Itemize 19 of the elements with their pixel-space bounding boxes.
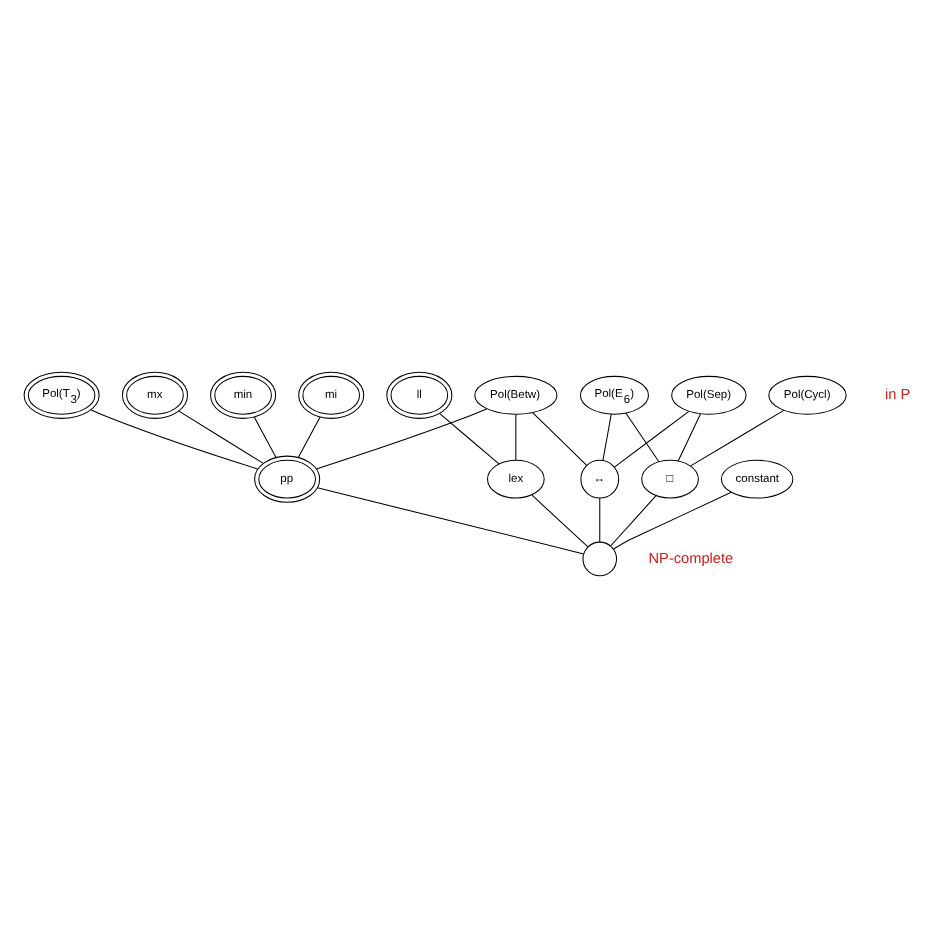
connector (598, 496, 600, 542)
connector (89, 408, 258, 469)
connector (531, 411, 587, 465)
connector (314, 407, 487, 469)
connector (609, 494, 656, 546)
connector (252, 415, 276, 458)
node-circle (581, 540, 617, 576)
connector (530, 493, 588, 547)
connector (438, 412, 499, 464)
connector (296, 415, 320, 458)
connector (689, 408, 784, 466)
connector (514, 412, 516, 460)
connector (177, 409, 263, 463)
connector (601, 412, 611, 460)
connector (624, 411, 659, 462)
connector (612, 490, 731, 549)
connector (315, 486, 584, 554)
connector (612, 409, 689, 467)
connector (676, 412, 700, 461)
